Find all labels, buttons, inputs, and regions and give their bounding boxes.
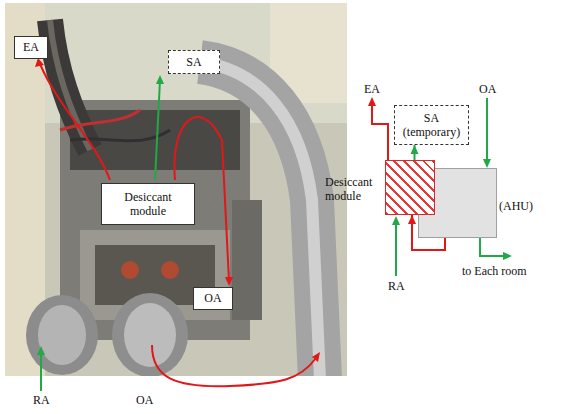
photo-label-box: OA [193, 287, 233, 310]
node-text: SA (temporary) [399, 111, 464, 140]
node-text: SA [186, 55, 201, 69]
green-air-connector [411, 145, 419, 160]
air-stream-label: EA [364, 82, 380, 96]
node-text: (AHU) [499, 199, 533, 213]
photo-label-box: EA [14, 36, 48, 59]
photo-label-box: Desiccant module [101, 183, 195, 225]
node-text: OA [204, 291, 221, 305]
temporary-sa-box: SA (temporary) [394, 105, 469, 145]
node-text: Desiccant module [325, 175, 381, 204]
air-stream-label: RA [388, 279, 405, 293]
node-text: Desiccant module [106, 190, 190, 219]
photo-label-dashed-box: SA [168, 50, 220, 74]
node-text: EA [23, 40, 39, 54]
air-stream-label: OA [479, 82, 496, 96]
air-stream-label: OA [136, 393, 153, 407]
destination-label: to Each room [462, 264, 527, 278]
desiccant-module-box: Desiccant module [385, 160, 435, 215]
air-stream-label: RA [33, 393, 50, 407]
